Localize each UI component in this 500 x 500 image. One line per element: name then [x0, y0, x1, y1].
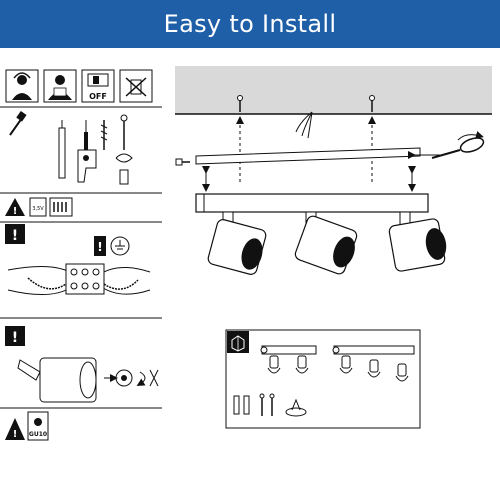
- switch-label: OFF: [89, 92, 107, 101]
- spotlight-head-icon: [17, 357, 97, 403]
- header-banner: Easy to Install: [0, 0, 500, 48]
- svg-text:!: !: [97, 240, 102, 254]
- ceiling-wires: [295, 111, 313, 139]
- svg-text:!: !: [13, 429, 18, 440]
- wiring-diagram: [7, 263, 151, 296]
- mounting-bracket: [175, 147, 440, 166]
- screw-icon: [115, 114, 133, 185]
- three-light-fixture: [332, 345, 415, 382]
- ceiling-screw-left: [236, 95, 244, 182]
- exclamation-icon: !: [5, 326, 25, 346]
- ground-symbol-icon: [110, 236, 130, 256]
- screwdriver-icon: [9, 111, 27, 136]
- arrow-vertical: [202, 166, 416, 192]
- bulb-icon: [104, 369, 159, 387]
- ceiling: [175, 66, 492, 114]
- light-bar: [195, 193, 429, 213]
- ground-exclamation-icon: !: [94, 236, 106, 256]
- worker-icon: [43, 69, 77, 103]
- exclamation-icon: !: [5, 224, 25, 244]
- banner-title: Easy to Install: [163, 10, 337, 38]
- svg-text:!: !: [13, 206, 18, 217]
- two-light-fixture: [260, 345, 317, 374]
- voltage-tester-icon: 3,5V: [29, 197, 47, 217]
- spotlight-right: [388, 211, 447, 272]
- mounting-plate-icon: [285, 398, 307, 417]
- svg-text:!: !: [12, 330, 18, 346]
- svg-text:!: !: [12, 228, 18, 244]
- spotlight-left: [207, 211, 267, 275]
- do-not-dispose-icon: [119, 69, 153, 103]
- wall-plug-icon: [58, 120, 66, 179]
- battery-icon: [49, 197, 73, 217]
- power-off-icon: OFF: [81, 69, 115, 103]
- screwdriver-icon: [431, 131, 485, 159]
- drill-bit-icon: [100, 120, 108, 150]
- drill-icon: [77, 120, 97, 183]
- bulb-type-icon: GU10: [27, 411, 49, 441]
- bulb-type-label: GU10: [29, 431, 47, 438]
- voltage-label: 3,5V: [32, 206, 44, 212]
- electrician-icon: [5, 69, 39, 103]
- wall-plugs-and-screws: [233, 393, 275, 416]
- spotlight-middle: [294, 211, 358, 275]
- warning-icon: !: [5, 198, 25, 217]
- box-icon: [227, 331, 249, 353]
- warning-icon: !: [5, 418, 25, 440]
- package-contents-box: [225, 329, 421, 429]
